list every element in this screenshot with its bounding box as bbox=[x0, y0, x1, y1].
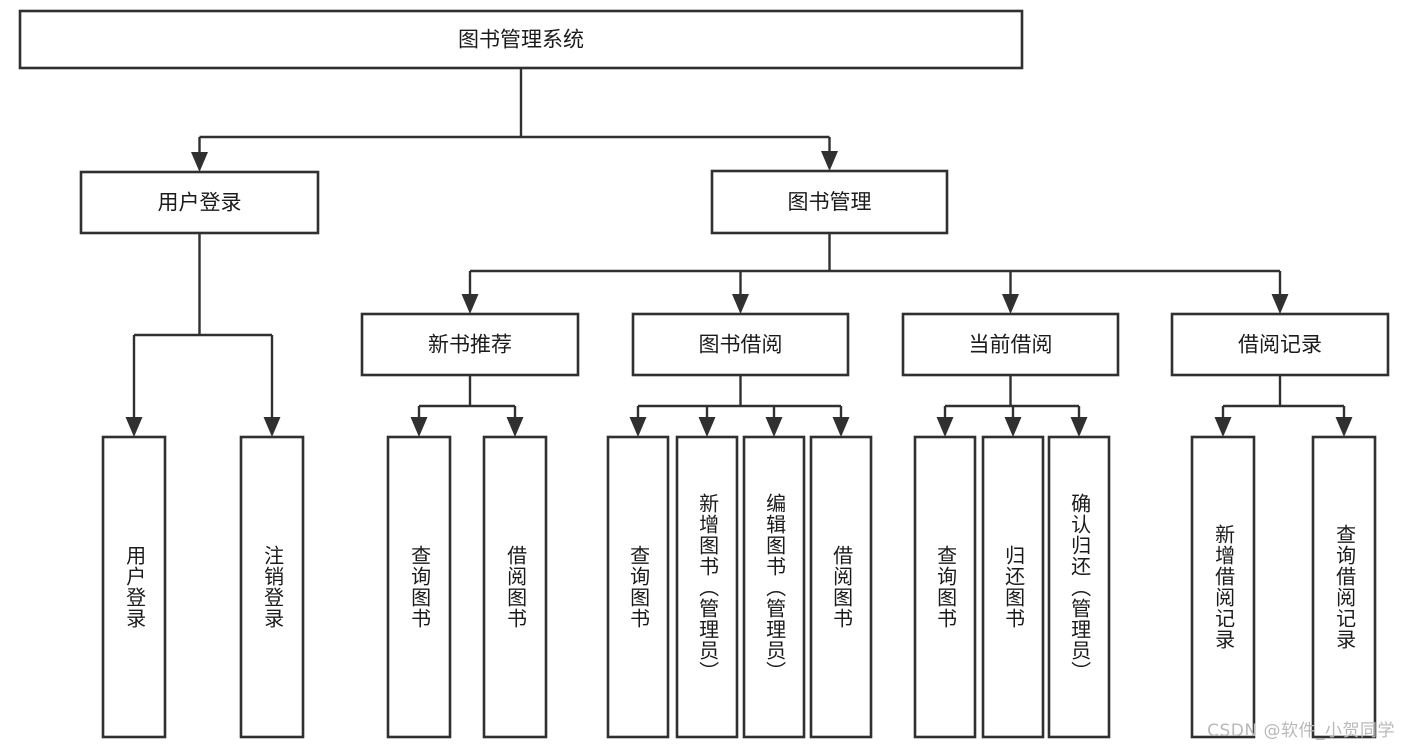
node-box bbox=[360, 312, 580, 377]
node-box bbox=[981, 435, 1045, 739]
node-borrow-records[interactable] bbox=[1170, 312, 1390, 377]
node-box bbox=[482, 435, 548, 739]
node-root[interactable] bbox=[18, 9, 1024, 70]
node-box bbox=[606, 435, 670, 739]
node-label-user-login: 用户登录 bbox=[158, 191, 242, 215]
node-new-book-recommend[interactable] bbox=[360, 312, 580, 377]
borrow-records-arrow-0 bbox=[1214, 417, 1232, 437]
user-login-arrow-0 bbox=[125, 417, 143, 437]
node-box bbox=[386, 435, 452, 739]
node-borrow-query-book[interactable] bbox=[606, 435, 670, 739]
node-borrow-add-book[interactable] bbox=[675, 435, 739, 739]
node-label-root: 图书管理系统 bbox=[458, 28, 584, 52]
node-box bbox=[1170, 312, 1390, 377]
root-arrow-1 bbox=[821, 151, 838, 171]
book-manage-arrow-3 bbox=[1271, 294, 1289, 314]
node-borrow-edit-book[interactable] bbox=[742, 435, 806, 739]
node-box bbox=[1047, 435, 1111, 739]
current-borrow-arrow-0 bbox=[936, 417, 954, 437]
book-manage-arrow-0 bbox=[461, 294, 479, 314]
book-borrow-arrow-1 bbox=[698, 417, 716, 437]
node-recommend-borrow-book[interactable] bbox=[482, 435, 548, 739]
node-box bbox=[710, 169, 949, 235]
root-arrow-0 bbox=[191, 152, 208, 172]
node-box bbox=[913, 435, 977, 739]
connector-layer bbox=[125, 68, 1353, 437]
node-label-book-manage: 图书管理 bbox=[788, 190, 872, 214]
node-current-borrow[interactable] bbox=[901, 312, 1120, 377]
node-box bbox=[901, 312, 1120, 377]
node-current-query-book[interactable] bbox=[913, 435, 977, 739]
node-box bbox=[79, 170, 320, 235]
book-borrow-arrow-2 bbox=[765, 417, 783, 437]
node-book-manage[interactable] bbox=[710, 169, 949, 235]
current-borrow-arrow-1 bbox=[1004, 417, 1022, 437]
node-user-login[interactable] bbox=[79, 170, 320, 235]
new-book-recommend-arrow-1 bbox=[506, 417, 524, 437]
node-box bbox=[675, 435, 739, 739]
book-borrow-arrow-3 bbox=[832, 417, 850, 437]
book-borrow-arrow-0 bbox=[629, 417, 647, 437]
node-box bbox=[239, 435, 305, 739]
node-box bbox=[1190, 435, 1256, 739]
node-book-borrow[interactable] bbox=[631, 312, 850, 377]
book-manage-arrow-1 bbox=[732, 294, 749, 314]
node-box bbox=[1311, 435, 1377, 739]
new-book-recommend-arrow-0 bbox=[410, 417, 428, 437]
node-box bbox=[101, 435, 167, 739]
node-current-return-book[interactable] bbox=[981, 435, 1045, 739]
borrow-records-arrow-1 bbox=[1335, 417, 1353, 437]
node-user-login-do[interactable] bbox=[101, 435, 167, 739]
node-box bbox=[742, 435, 806, 739]
node-label-book-borrow: 图书借阅 bbox=[699, 333, 783, 357]
node-current-confirm-return[interactable] bbox=[1047, 435, 1111, 739]
current-borrow-arrow-2 bbox=[1070, 417, 1088, 437]
node-box bbox=[631, 312, 850, 377]
book-manage-arrow-2 bbox=[1002, 294, 1019, 314]
node-label-new-book-recommend: 新书推荐 bbox=[428, 333, 512, 357]
node-borrow-borrow-book[interactable] bbox=[809, 435, 873, 739]
node-label-current-borrow: 当前借阅 bbox=[969, 333, 1053, 357]
user-login-arrow-1 bbox=[263, 417, 281, 437]
node-box bbox=[18, 9, 1024, 70]
node-records-query[interactable] bbox=[1311, 435, 1377, 739]
node-box bbox=[809, 435, 873, 739]
node-recommend-query-book[interactable] bbox=[386, 435, 452, 739]
node-label-borrow-records: 借阅记录 bbox=[1238, 333, 1322, 357]
watermark-text: CSDN @软件_小贺同学 bbox=[1207, 721, 1395, 741]
node-user-logout[interactable] bbox=[239, 435, 305, 739]
node-records-add[interactable] bbox=[1190, 435, 1256, 739]
